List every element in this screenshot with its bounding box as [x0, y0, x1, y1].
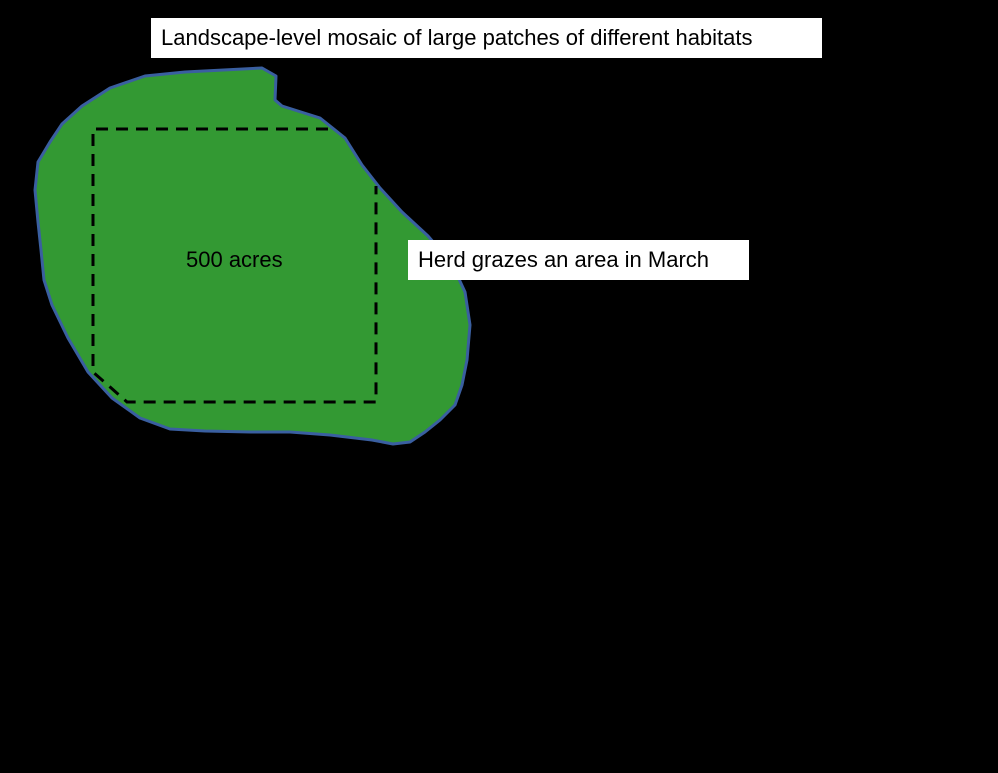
slide-title: Landscape-level mosaic of large patches … [151, 18, 822, 58]
habitat-patch [33, 66, 472, 446]
grazing-area-border [91, 127, 378, 404]
area-size-label: 500 acres [186, 247, 283, 272]
grazing-month-label: Herd grazes an area in March [408, 240, 749, 280]
